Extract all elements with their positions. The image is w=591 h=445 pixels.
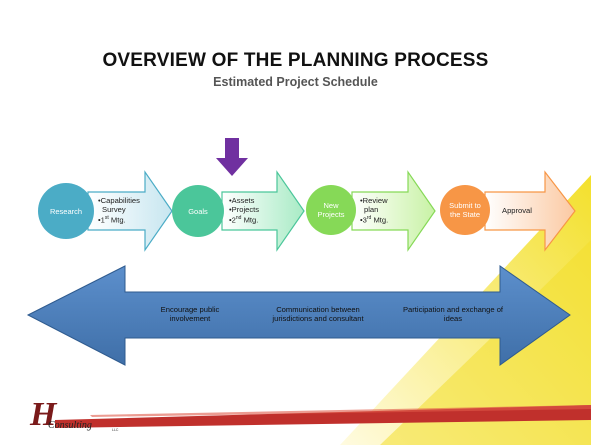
step-arrow-research — [87, 170, 173, 252]
step-line: Approval — [502, 206, 532, 215]
step-line: Survey — [102, 205, 126, 214]
step-circle-new-projects: New Projects — [306, 185, 356, 235]
slide-title: OVERVIEW OF THE PLANNING PROCESS — [102, 50, 489, 71]
logo-word: Consulting — [48, 420, 92, 431]
step-line: •Capabilities — [98, 196, 140, 205]
banner-double-arrow — [26, 265, 571, 366]
step-line: plan — [364, 205, 379, 214]
down-arrow-icon — [216, 138, 248, 176]
step-line: •Review — [360, 196, 388, 205]
company-logo: H Consulting LLC — [30, 397, 130, 441]
step-arrow-submit — [484, 170, 576, 252]
step-text-submit: Approval — [502, 206, 532, 215]
step-line: •Projects — [229, 205, 260, 214]
step-line: •3rd Mtg. — [360, 215, 389, 225]
banner-text-communication: Communication between jurisdictions and … — [272, 305, 364, 323]
step-text-goals: •Assets •Projects •2nd Mtg. — [229, 196, 259, 225]
red-bar-highlight — [90, 405, 591, 417]
banner-text-participation: Participation and exchange of ideas — [402, 305, 504, 323]
yellow-swoosh-dark — [380, 240, 591, 445]
step-line: •1st Mtg. — [98, 215, 126, 225]
banner-text-public: Encourage public involvement — [160, 305, 220, 323]
step-arrow-new-projects — [351, 170, 436, 252]
step-line: •Assets — [229, 196, 255, 205]
logo-suffix: LLC — [112, 428, 119, 432]
step-circle-submit: Submit to the State — [440, 185, 490, 235]
step-line: •2nd Mtg. — [229, 215, 259, 225]
step-text-new-projects: •Review plan •3rd Mtg. — [360, 196, 388, 225]
step-text-research: •Capabilities Survey •1st Mtg. — [98, 196, 140, 225]
slide-subtitle: Estimated Project Schedule — [213, 75, 378, 89]
logo-letter: H — [30, 396, 57, 433]
step-arrow-goals — [221, 170, 305, 252]
step-circle-goals: Goals — [172, 185, 224, 237]
step-circle-research: Research — [38, 183, 94, 239]
